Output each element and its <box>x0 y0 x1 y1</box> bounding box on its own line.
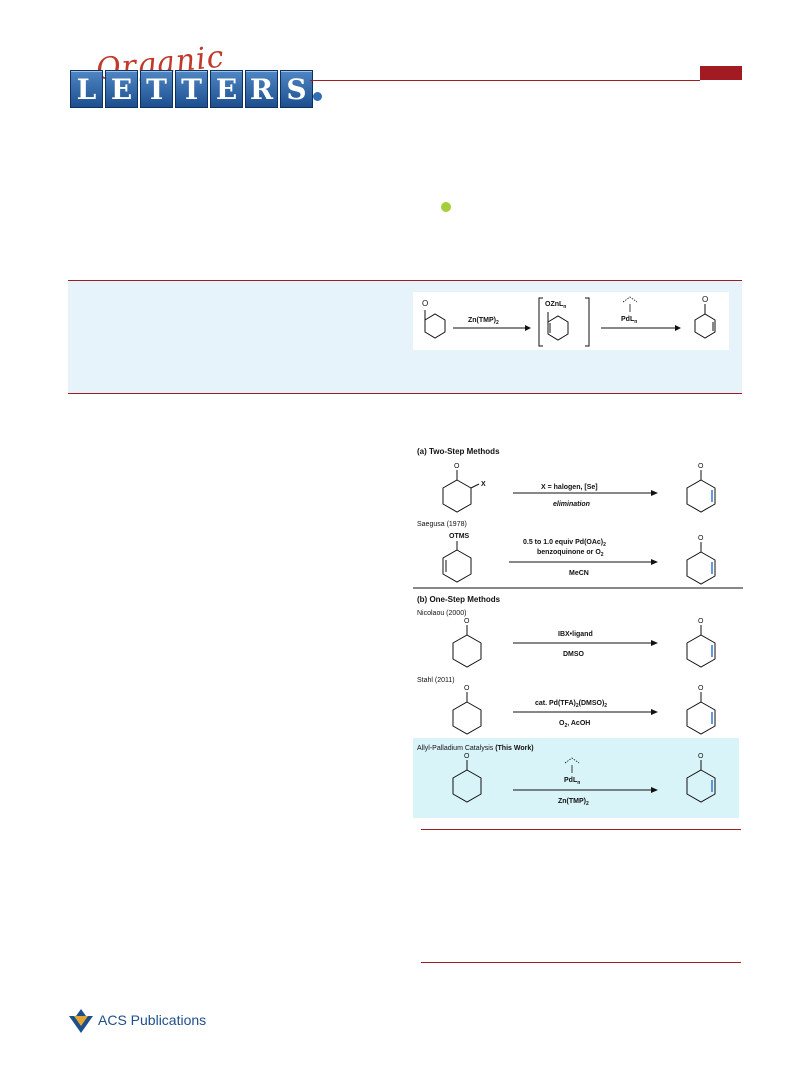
cyclohexanone-structure <box>452 625 482 668</box>
o-label: O <box>464 618 470 625</box>
c-condition-top: PdLn <box>564 777 580 786</box>
this-work-highlight <box>413 738 739 818</box>
logo-letter: R <box>245 70 278 108</box>
nicolaou-label: Nicolaou (2000) <box>417 610 466 617</box>
o-label: O <box>698 618 704 625</box>
enone-product-structure <box>686 692 716 735</box>
enone-structure <box>694 304 716 339</box>
b2-condition-top: cat. Pd(TFA)2(DMSO)2 <box>535 700 607 709</box>
bracket-right <box>585 297 590 347</box>
arrowhead-b1 <box>651 640 658 646</box>
stahl-label: Stahl (2011) <box>417 677 455 684</box>
acs-logo-svg <box>69 1009 93 1033</box>
a2-condition-2: benzoquinone or O2 <box>537 549 604 558</box>
cyclohexanone-structure <box>424 310 446 339</box>
section-a-heading: (a) Two-Step Methods <box>417 447 500 456</box>
logo-letter: T <box>140 70 173 108</box>
enone-product-structure <box>686 542 716 585</box>
cyclohexanone-structure <box>452 692 482 735</box>
ketone-o-label: O <box>422 299 428 308</box>
cyclohexanone-structure <box>452 760 482 803</box>
toc-reagent: Zn(TMP)2 <box>468 317 499 326</box>
b1-condition-top: IBX•ligand <box>558 631 593 638</box>
otms-label: OTMS <box>449 533 470 540</box>
arrowhead-b2 <box>651 709 658 715</box>
intermediate-label: OZnLn <box>545 301 566 310</box>
a1-condition-top: X = halogen, [Se] <box>541 484 598 491</box>
o-label: O <box>698 535 704 542</box>
logo-letter: T <box>175 70 208 108</box>
enone-product-structure <box>686 760 716 803</box>
o-label: O <box>464 753 470 760</box>
logo-letter: L <box>70 70 103 108</box>
o-label: O <box>698 685 704 692</box>
a2-condition-bottom: MeCN <box>569 570 589 577</box>
arrowhead-1 <box>525 325 531 331</box>
o-label: O <box>698 463 704 470</box>
silyl-enol-ether-structure <box>442 541 472 583</box>
footnote-rule <box>421 962 741 963</box>
scheme-bottom-rule <box>421 829 741 830</box>
alpha-halo-ketone-structure <box>442 470 480 513</box>
bracket-left <box>538 297 543 347</box>
header-divider <box>310 80 700 81</box>
this-work-label: Allyl-Palladium Catalysis (This Work) <box>417 745 534 752</box>
a1-condition-bottom: elimination <box>553 501 590 508</box>
logo-letter: E <box>105 70 138 108</box>
b1-condition-bottom: DMSO <box>563 651 585 658</box>
toc-catalyst: PdLn <box>621 316 637 325</box>
allyl-ligand <box>622 296 638 312</box>
header-tab <box>700 66 742 80</box>
checkmark-icon <box>313 92 322 101</box>
o-label: O <box>464 685 470 692</box>
zinc-enolate-structure <box>547 312 569 341</box>
product-o-label: O <box>702 295 708 304</box>
arrowhead-2 <box>675 325 681 331</box>
a2-condition-1: 0.5 to 1.0 equiv Pd(OAc)2 <box>523 539 606 548</box>
acs-logo-icon <box>68 1008 94 1034</box>
allyl-ligand <box>564 757 580 773</box>
orcid-icon[interactable] <box>441 202 451 212</box>
acs-publications-label[interactable]: ACS Publications <box>98 1012 207 1028</box>
scheme-svg: (a) Two-Step Methods O X X = halogen, [S… <box>413 447 743 818</box>
scheme-figure: (a) Two-Step Methods O X X = halogen, [S… <box>413 440 743 830</box>
enone-product-structure <box>686 470 716 513</box>
o-label: O <box>698 753 704 760</box>
arrowhead-a2 <box>651 559 658 565</box>
logo-letter: S <box>280 70 313 108</box>
saegusa-label: Saegusa (1978) <box>417 521 467 528</box>
logo-letter: E <box>210 70 243 108</box>
o-label: O <box>454 463 460 470</box>
enone-product-structure <box>686 625 716 668</box>
journal-logo: L E T T E R S <box>70 70 313 108</box>
arrowhead-a1 <box>651 490 658 496</box>
c-condition-bottom: Zn(TMP)2 <box>558 798 589 807</box>
substituent-x: X <box>481 481 486 488</box>
section-b-heading: (b) One-Step Methods <box>417 595 501 604</box>
arrowhead-c <box>651 787 658 793</box>
toc-graphic: O Zn(TMP)2 OZnLn PdLn O <box>413 292 729 350</box>
toc-scheme-svg: O Zn(TMP)2 OZnLn PdLn O <box>422 295 716 347</box>
b2-condition-bottom: O2, AcOH <box>559 720 590 729</box>
